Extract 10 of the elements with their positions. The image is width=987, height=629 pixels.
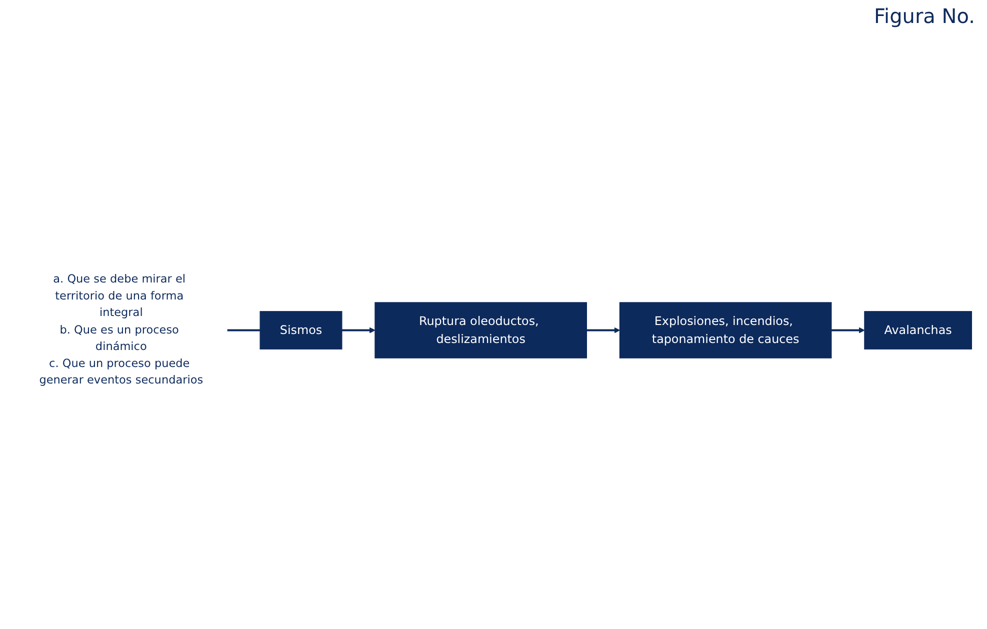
node-box: Sismos xyxy=(260,310,342,350)
figure-title: Figura No. xyxy=(874,4,975,28)
arrow xyxy=(831,327,865,333)
node-box: Ruptura oleoductos, deslizamientos xyxy=(374,302,587,358)
arrow xyxy=(342,327,376,333)
connector xyxy=(226,329,260,331)
node-box: Explosiones, incendios, taponamiento de cauces xyxy=(619,302,832,358)
node-box: Avalanchas xyxy=(864,310,972,350)
arrow xyxy=(586,327,620,333)
node-text: a. Que se debe mirar el territorio de una forma integral b. Que es un proceso dinámico c. Que un proceso puede generar eventos secundarios xyxy=(39,272,204,387)
